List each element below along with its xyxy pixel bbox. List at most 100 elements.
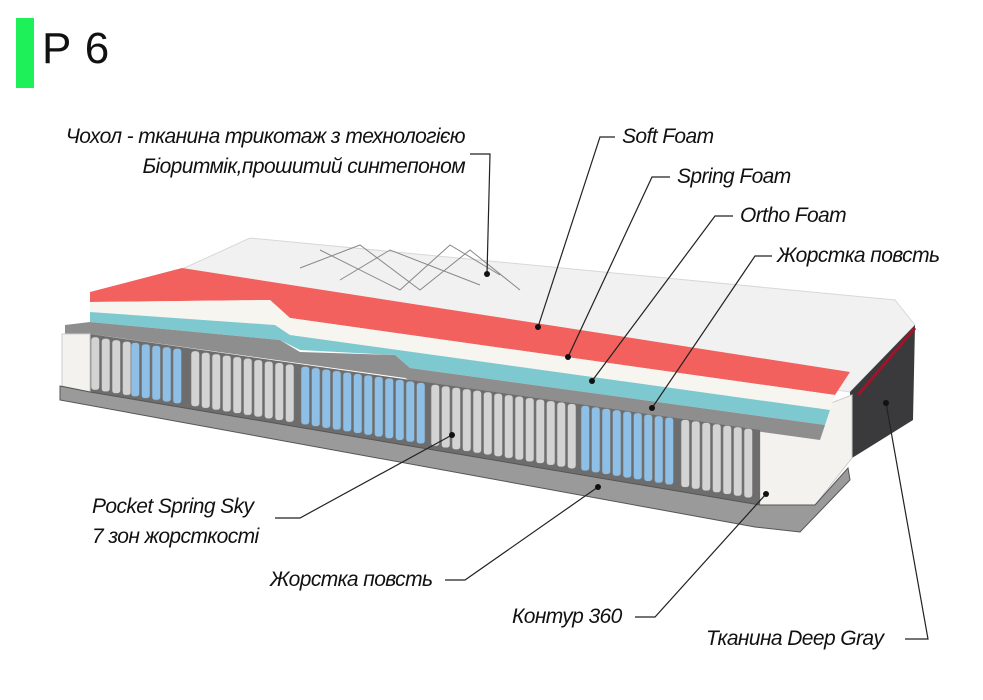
leader-pocket [275,434,453,519]
spring-coil [285,363,295,423]
label-spring-foam: Spring Foam [677,165,791,188]
label-cover-line2: Біоритмік,прошитий синтепоном [142,155,465,178]
spring-coil [363,374,373,436]
spring-coil [374,376,384,438]
left-end-panel [61,333,91,393]
spring-coil [111,339,121,394]
spring-coil [201,352,211,409]
spring-coil [353,373,363,434]
felt-layer [65,322,825,440]
spring-foam-layer [90,300,835,410]
ortho-foam-layer [90,312,830,425]
leader-felt-top [651,255,772,409]
spring-coil [514,396,524,461]
label-cover-line1: Чохол - тканина трикотаж з технологією [65,125,466,148]
spring-coil [504,394,514,459]
spring-coil [462,388,472,452]
spring-coil [321,369,331,429]
spring-coil [253,359,263,418]
spring-coil [612,409,622,477]
soft-foam-layer [90,268,850,395]
spring-coil [691,420,701,490]
spring-coil [405,380,415,443]
spring-coil [101,338,111,393]
spring-coil [567,403,577,469]
dot-cover [484,271,490,277]
spring-coil [211,353,221,411]
spring-coil [525,397,535,462]
spring-coil [733,426,743,497]
spring-coil [580,405,590,472]
leader-spring-foam [567,176,670,358]
spring-coil [633,412,643,480]
spring-coil [441,385,451,449]
spring-coil [274,362,284,421]
leader-contour [635,493,767,618]
spring-coil [701,422,711,492]
spring-coil [342,371,352,432]
spring-coil [384,377,394,439]
label-cover: Чохол - тканина трикотаж з технологією Б… [65,122,466,182]
spring-coil [151,345,161,401]
spring-coil [243,358,253,416]
red-piping [856,327,917,396]
leader-fabric [885,402,929,640]
dot-ortho-foam [589,378,595,384]
spring-coil [190,350,200,407]
spring-coil [712,423,722,493]
spring-coil [311,367,321,427]
leader-dots [449,271,889,497]
label-fabric: Тканина Deep Gray [706,627,884,650]
dot-soft-foam [535,324,541,330]
spring-coil [332,370,342,431]
label-contour: Контур 360 [512,605,622,628]
label-ortho-foam: Ortho Foam [740,204,847,227]
dot-felt-top [649,405,655,411]
spring-coil [493,393,503,457]
model-title: P 6 [42,24,111,73]
spring-coil [743,428,753,499]
label-felt-bottom: Жорстка повсть [270,568,433,591]
spring-coil [535,398,545,464]
side-fabric [850,325,915,458]
spring-coil [680,419,690,488]
spring-coil [622,411,632,479]
dot-pocket [449,432,455,438]
spring-coil [556,401,566,468]
spring-coil [416,382,426,445]
label-pocket-line2: 7 зон жорсткості [92,525,259,548]
spring-coil [172,348,182,404]
spring-coil [546,400,556,466]
contour-base [59,385,851,533]
label-soft-foam: Soft Foam [622,125,714,148]
leader-felt-bottom [445,486,599,581]
spring-coil [162,346,172,403]
spring-coil [264,360,274,419]
spring-coil [654,415,664,484]
spring-coil [591,406,601,473]
dot-felt-bottom [595,484,601,490]
label-pocket-line1: Pocket Spring Sky [92,495,254,518]
spring-coil [141,343,151,399]
leader-soft-foam [537,136,615,328]
leader-ortho-foam [591,215,733,382]
dot-contour [763,491,769,497]
dot-spring-foam [565,354,571,360]
spring-coil [472,390,482,454]
spring-coil [601,408,611,475]
spring-coil [222,355,232,412]
spring-coil [130,342,140,397]
spring-coil [122,341,132,396]
label-pocket-spring: Pocket Spring Sky 7 зон жорсткості [92,492,259,552]
spring-coil [300,366,310,425]
dot-fabric [883,400,889,406]
spring-coil [664,417,674,486]
spring-coil [90,336,100,391]
leader-lines [275,136,929,640]
leader-cover [470,153,491,275]
spring-coil [430,384,440,447]
label-felt-top: Жорстка повсть [777,244,940,267]
spring-coil [395,379,405,441]
